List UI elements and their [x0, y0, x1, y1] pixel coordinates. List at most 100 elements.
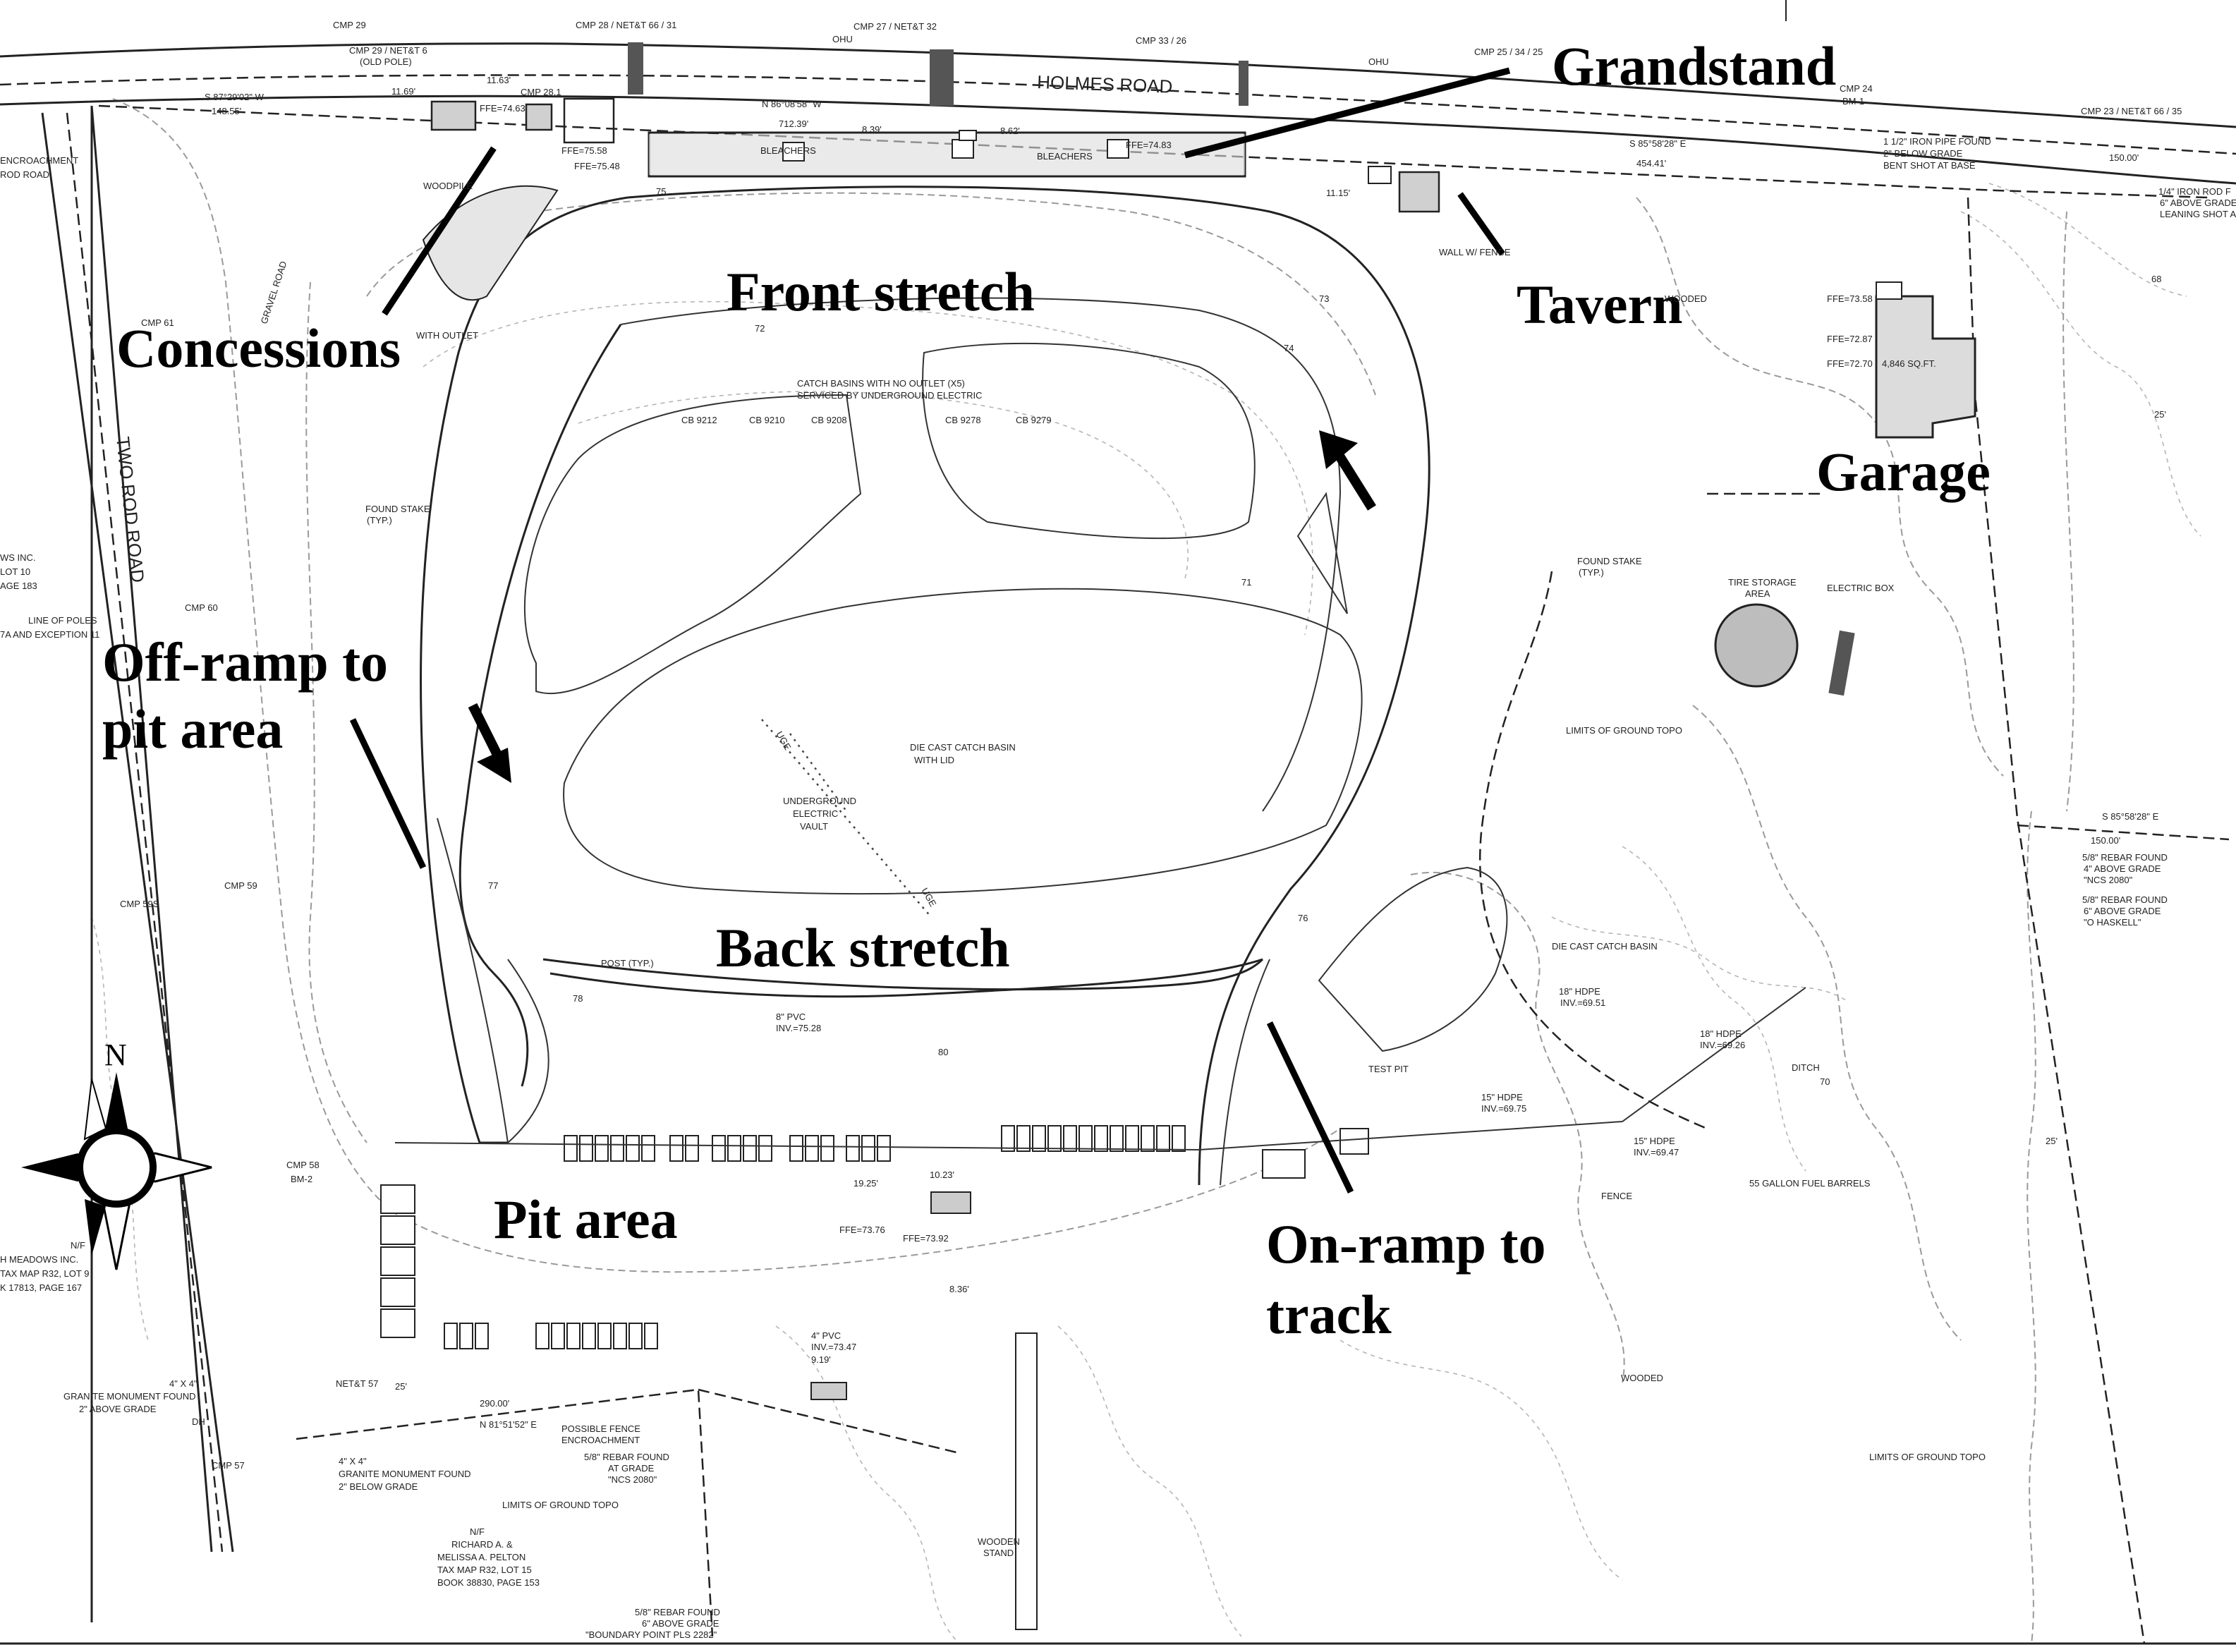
label-cmp24: CMP 24: [1840, 83, 1873, 94]
label-nf-bottom-5: BOOK 38830, PAGE 153: [437, 1577, 540, 1588]
label-nf-bottom-1: N/F: [470, 1526, 485, 1537]
label-iron-pipe-2: 2" BELOW GRADE: [1883, 148, 1963, 159]
label-die-cast-1b: WITH LID: [914, 755, 954, 765]
label-ffe-7392: FFE=73.92: [903, 1233, 949, 1244]
label-uge-1: UGE: [774, 729, 793, 752]
label-nf-left-4: K 17813, PAGE 167: [0, 1282, 82, 1293]
direction-arrow-up: [1319, 430, 1376, 511]
label-hdpe-1: 18" HDPE: [1559, 986, 1600, 997]
label-dist-25-1: 25': [2154, 409, 2166, 420]
label-cmp29-net: CMP 29 / NET&T 6: [349, 45, 427, 56]
off-ramp-pointer: [349, 718, 427, 869]
label-bearing-s85: S 85°58'28" E: [1629, 138, 1687, 149]
label-old-pole: (OLD POLE): [360, 56, 412, 67]
label-hdpe-2b: INV.=69.26: [1700, 1040, 1745, 1050]
label-nf-bottom-4: TAX MAP R32, LOT 15: [437, 1565, 532, 1575]
label-post-typ: POST (TYP.): [601, 958, 654, 968]
label-cb-9208: CB 9208: [811, 415, 847, 425]
label-ug-vault-2: ELECTRIC: [793, 808, 838, 819]
label-cmp59s: CMP 59S: [120, 899, 159, 909]
on-ramp-pointer: [1266, 1021, 1354, 1194]
contour-77: 77: [488, 880, 498, 891]
tire-storage-area: [1714, 603, 1855, 696]
label-found-stake: FOUND STAKE: [365, 504, 430, 514]
label-granite-1c: 2" ABOVE GRADE: [79, 1404, 157, 1414]
utility-lines: [394, 719, 1806, 1151]
label-rebar-2b: 6" ABOVE GRADE: [2084, 906, 2161, 916]
direction-arrow-down: [468, 703, 511, 783]
label-dist-1023: 10.23': [930, 1170, 954, 1180]
label-rebar-1: 5/8" REBAR FOUND: [2082, 852, 2168, 863]
label-cmp28-1: CMP 28.1: [521, 87, 561, 97]
label-tire-storage-1: TIRE STORAGE: [1728, 577, 1797, 588]
label-ug-vault-1: UNDERGROUND: [783, 796, 856, 806]
label-nf-bottom-3: MELISSA A. PELTON: [437, 1552, 525, 1562]
label-rebar-3c: "NCS 2080": [608, 1474, 657, 1485]
label-garage-sqft: 4,846 SQ.FT.: [1882, 358, 1936, 369]
label-die-cast-2: DIE CAST CATCH BASIN: [1552, 941, 1658, 952]
label-nf-left-2: H MEADOWS INC.: [0, 1254, 78, 1265]
label-cmp23: CMP 23 / NET&T 66 / 35: [2081, 106, 2182, 116]
label-hdpe-4b: INV.=69.47: [1634, 1147, 1679, 1158]
callout-pointers: [349, 67, 1511, 1194]
label-cb-9212: CB 9212: [681, 415, 717, 425]
label-iron-rod-2: 6" ABOVE GRADE: [2160, 198, 2236, 208]
label-iron-rod: 1/4" IRON ROD F: [2158, 186, 2231, 197]
two-rod-road: [41, 105, 234, 1622]
label-age183: AGE 183: [0, 581, 37, 591]
label-dist-290: 290.00': [480, 1398, 509, 1409]
label-limits-topo-l: LIMITS OF GROUND TOPO: [502, 1500, 619, 1510]
race-track: [420, 186, 1508, 1186]
label-tire-storage-2: AREA: [1745, 588, 1770, 599]
label-dist-836: 8.36': [949, 1284, 969, 1294]
label-cb-9210: CB 9210: [749, 415, 785, 425]
label-bearing-top: N 86°08'58" W: [762, 99, 822, 109]
label-ws-inc: WS INC.: [0, 552, 36, 563]
contour-70: 70: [1820, 1076, 1830, 1087]
label-nf-left-3: TAX MAP R32, LOT 9: [0, 1268, 89, 1279]
tavern-pointer: [1457, 192, 1505, 256]
label-ditch: DITCH: [1792, 1062, 1820, 1073]
holmes-road: [0, 42, 2236, 185]
garage-building: [1875, 281, 1976, 439]
contour-78: 78: [573, 993, 583, 1004]
contour-values: 72 73 74 75 76 77 78 80 71 70 68: [488, 186, 2161, 1087]
contour-74: 74: [1284, 343, 1294, 353]
label-cmp58: CMP 58: [286, 1160, 320, 1170]
contour-80: 80: [938, 1047, 948, 1057]
label-cmp57: CMP 57: [212, 1460, 245, 1471]
label-dist-25-2: 25': [2046, 1136, 2058, 1146]
label-fence: FENCE: [1601, 1191, 1632, 1201]
label-bearing-s87: S 87°29'02" W: [205, 92, 265, 102]
label-ffe-7463: FFE=74.63: [480, 103, 525, 114]
label-cmp59: CMP 59: [224, 880, 257, 891]
label-dist-150-top: 150.00': [2109, 152, 2139, 163]
front-stretch-callout: Front stretch: [727, 261, 1035, 322]
label-rebar-1c: "NCS 2080": [2084, 875, 2133, 885]
label-granite-2c: 2" BELOW GRADE: [339, 1481, 418, 1492]
label-cmp29: CMP 29: [333, 20, 366, 30]
label-inv-7347: INV.=73.47: [811, 1342, 856, 1352]
label-cmp60: CMP 60: [185, 602, 218, 613]
label-rod-road: ROD ROAD: [0, 169, 49, 180]
label-cb-9278: CB 9278: [945, 415, 981, 425]
label-exception: 7A AND EXCEPTION 11: [0, 629, 99, 640]
holmes-road-label: HOLMES ROAD: [1037, 71, 1173, 97]
label-rebar-3: 5/8" REBAR FOUND: [584, 1452, 669, 1462]
label-wooded-top: WOODED: [1665, 293, 1707, 304]
label-bearing-n81: N 81°51'52" E: [480, 1419, 537, 1430]
label-cmp61: CMP 61: [141, 317, 174, 328]
tavern-callout: Tavern: [1517, 274, 1683, 335]
pit-stalls: [380, 1125, 1369, 1630]
label-ohu-1: OHU: [832, 34, 853, 44]
grandstand-structure: [628, 42, 1248, 178]
label-line-of-poles: LINE OF POLES: [28, 615, 97, 626]
label-granite-2b: GRANITE MONUMENT FOUND: [339, 1469, 471, 1479]
label-ffe-7287: FFE=72.87: [1827, 334, 1873, 344]
label-hdpe-4: 15" HDPE: [1634, 1136, 1675, 1146]
back-stretch-callout: Back stretch: [716, 917, 1010, 978]
label-nf-left-1: N/F: [71, 1240, 85, 1251]
label-with-outlet: WITH OUTLET: [416, 330, 478, 341]
label-wooden-stand-1: WOODEN: [978, 1536, 1020, 1547]
label-rebar-3b: AT GRADE: [608, 1463, 655, 1474]
